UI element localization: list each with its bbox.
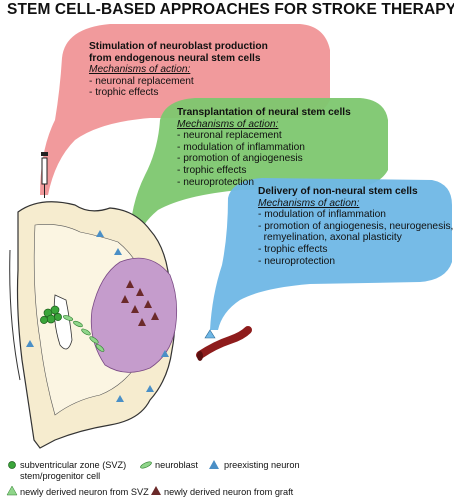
legend-new-svz-label: newly derived neuron from SVZ bbox=[20, 487, 149, 497]
box-transplant: Transplantation of neural stem cells Mec… bbox=[177, 107, 351, 188]
box-nonneural-heading: Delivery of non-neural stem cells bbox=[258, 186, 418, 197]
box-transplant-heading: Transplantation of neural stem cells bbox=[177, 107, 351, 118]
box-transplant-item: - neuroprotection bbox=[177, 176, 255, 188]
box-transplant-item: - neuronal replacement bbox=[177, 130, 282, 142]
brain-section bbox=[9, 201, 178, 449]
legend-svz-line2: stem/progenitor cell bbox=[20, 470, 101, 481]
box-transplant-item: - modulation of inflammation bbox=[177, 141, 305, 153]
balloon-transplant bbox=[130, 98, 388, 240]
box-endogenous-heading-2: from endogenous neural stem cells bbox=[89, 52, 261, 64]
syringe-icon bbox=[41, 152, 48, 198]
legend-svz-label: subventricular zone (SVZ) stem/progenito… bbox=[20, 460, 126, 481]
page-title: STEM CELL-BASED APPROACHES FOR STROKE TH… bbox=[7, 1, 454, 18]
box-nonneural: Delivery of non-neural stem cells Mechan… bbox=[258, 186, 453, 267]
preexisting-neurons bbox=[26, 230, 169, 402]
legend-new-svz-icon bbox=[6, 485, 18, 496]
box-transplant-item: - trophic effects bbox=[177, 164, 247, 176]
blood-vessel-icon bbox=[196, 326, 252, 361]
box-endogenous-heading-1: Stimulation of neuroblast production bbox=[89, 41, 268, 52]
legend-neuroblast-icon bbox=[140, 461, 152, 469]
balloon-nonneural bbox=[210, 178, 452, 330]
graft-neurons bbox=[121, 280, 159, 326]
box-nonneural-mechanisms-label: Mechanisms of action: bbox=[258, 197, 360, 209]
svz-cluster bbox=[40, 305, 62, 324]
box-transplant-item: - promotion of angiogenesis bbox=[177, 153, 303, 165]
legend-preexisting-label: preexisting neuron bbox=[224, 460, 300, 470]
legend-new-graft-icon bbox=[151, 486, 161, 495]
legend-svz-icon bbox=[8, 461, 16, 469]
box-nonneural-item: - modulation of inflammation bbox=[258, 209, 386, 221]
stroke-area bbox=[90, 257, 178, 373]
box-endogenous-mechanisms-label: Mechanisms of action: bbox=[89, 64, 191, 76]
box-nonneural-item: - promotion of angiogenesis, neurogenesi… bbox=[258, 220, 454, 232]
box-transplant-mechanisms-label: Mechanisms of action: bbox=[177, 118, 279, 130]
box-endogenous: Stimulation of neuroblast production fro… bbox=[89, 41, 268, 99]
box-nonneural-item: - trophic effects bbox=[258, 243, 328, 255]
legend-neuroblast-label: neuroblast bbox=[155, 460, 198, 470]
box-nonneural-item: remyelination, axonal plasticity bbox=[258, 232, 402, 244]
box-nonneural-item: - neuroprotection bbox=[258, 255, 336, 267]
legend-new-graft-label: newly derived neuron from graft bbox=[164, 487, 294, 497]
box-endogenous-item: - neuronal replacement bbox=[89, 75, 194, 87]
legend-preexisting-icon bbox=[209, 460, 219, 469]
neuroblast-stream bbox=[62, 315, 105, 352]
box-endogenous-item: - trophic effects bbox=[89, 87, 159, 99]
legend-svz-line1: subventricular zone (SVZ) bbox=[20, 460, 127, 470]
